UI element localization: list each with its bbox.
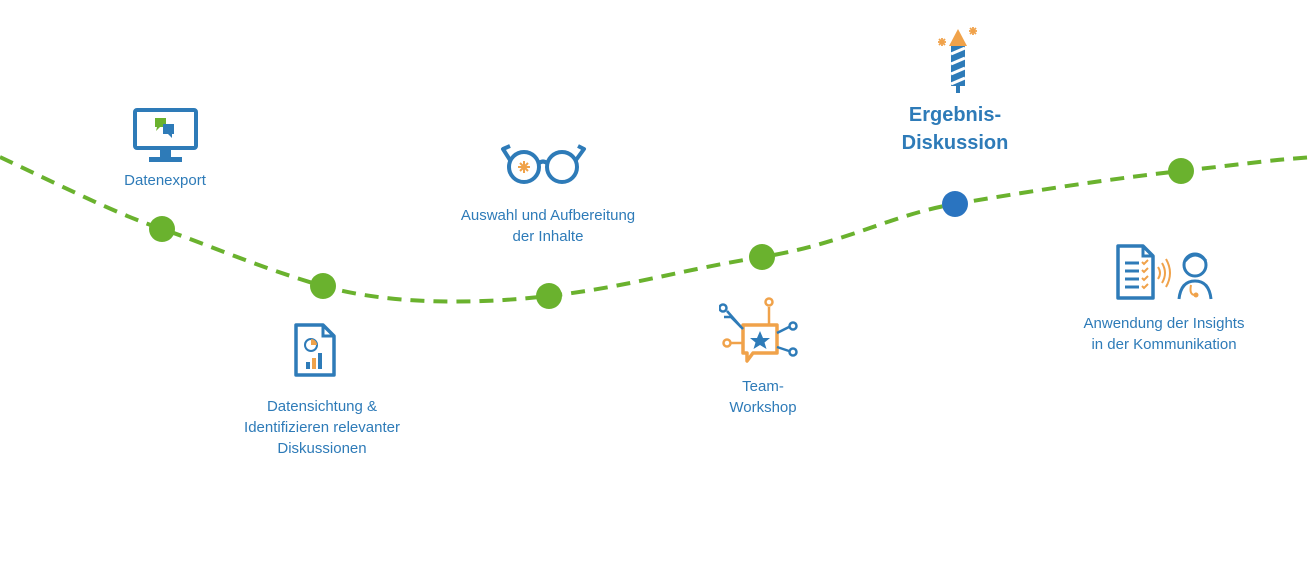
step-label-datenexport: Datenexport — [124, 172, 206, 189]
node-team-workshop — [749, 244, 775, 270]
node-datensichtung — [310, 273, 336, 299]
step-label-ergebnis-diskussion: Ergebnis- Diskussion — [901, 104, 1009, 154]
monitor-chat-icon — [133, 108, 198, 162]
node-ergebnis-diskussion — [942, 191, 968, 217]
node-auswahl — [536, 283, 562, 309]
document-chart-icon — [294, 323, 336, 377]
step-label-datensichtung: Datensichtung & Identifizieren relevante… — [244, 398, 400, 457]
step-label-auswahl: Auswahl und Aufbereitung der Inhalte — [460, 207, 636, 245]
node-anwendung — [1168, 158, 1194, 184]
rocket-icon — [938, 27, 977, 93]
step-label-anwendung: Anwendung der Insights in der Kommunikat… — [1083, 315, 1245, 353]
document-person-icon — [1116, 244, 1213, 300]
step-label-team-workshop: Team- Workshop — [729, 378, 797, 416]
node-datenexport — [149, 216, 175, 242]
glasses-icon — [501, 144, 586, 184]
network-star-icon — [719, 297, 798, 363]
